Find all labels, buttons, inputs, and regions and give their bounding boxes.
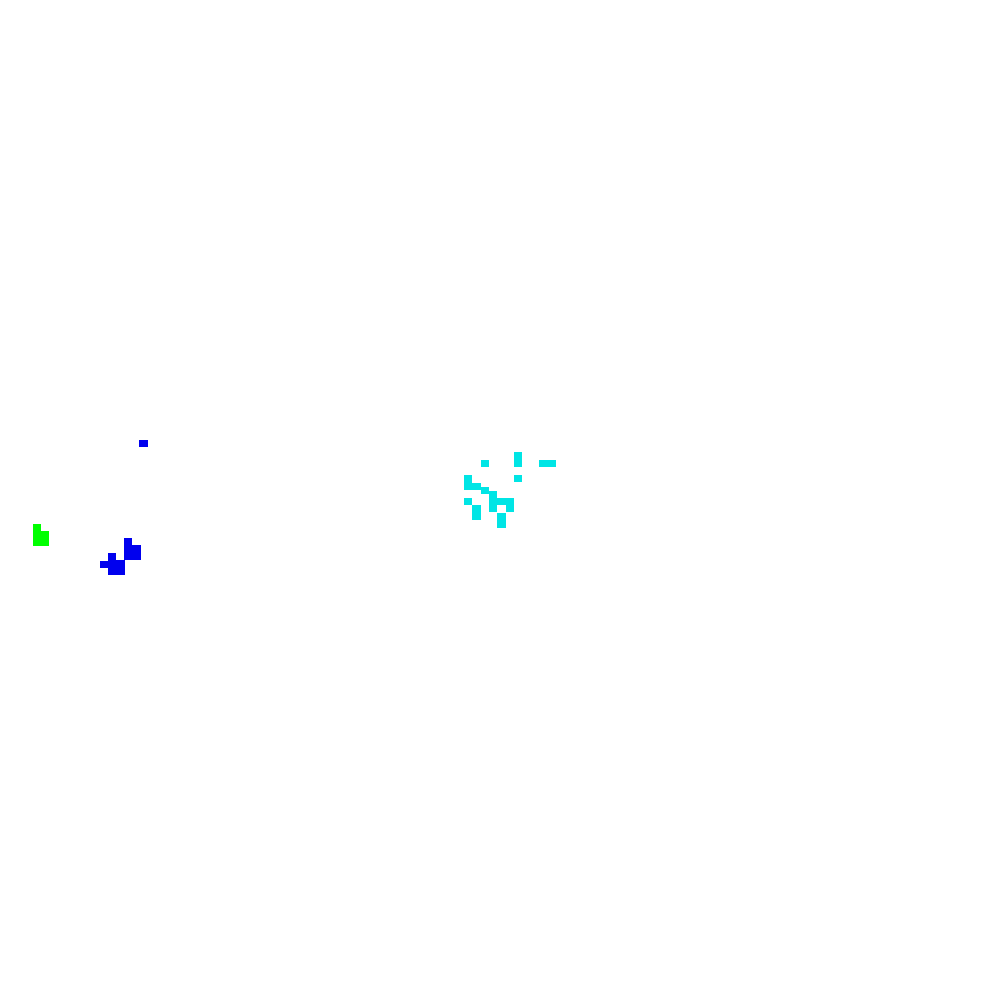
blue-pixel-cluster: [100, 440, 148, 575]
blue-pixel: [116, 560, 125, 575]
blue-pixel: [132, 545, 141, 560]
green-pixel-cluster: [33, 524, 49, 546]
green-pixel: [41, 531, 49, 546]
cyan-pixel: [539, 460, 556, 467]
cyan-pixel: [497, 498, 514, 505]
cyan-pixel: [514, 475, 522, 482]
cyan-pixel: [489, 491, 497, 506]
cyan-pixel: [464, 483, 481, 490]
cyan-pixel: [481, 487, 489, 494]
cyan-pixel: [497, 513, 506, 528]
cyan-pixel: [489, 505, 497, 512]
cyan-pixel-cluster: [464, 452, 556, 528]
blue-pixel: [100, 561, 108, 568]
blue-pixel: [139, 440, 148, 447]
cyan-pixel: [514, 452, 522, 467]
cyan-pixel: [464, 475, 472, 490]
cyan-pixel: [464, 498, 472, 505]
blue-pixel: [124, 538, 132, 560]
cyan-pixel: [472, 505, 481, 520]
blue-pixel: [108, 553, 116, 575]
cyan-pixel: [506, 505, 514, 512]
green-pixel: [33, 524, 41, 546]
cyan-pixel: [481, 460, 489, 467]
